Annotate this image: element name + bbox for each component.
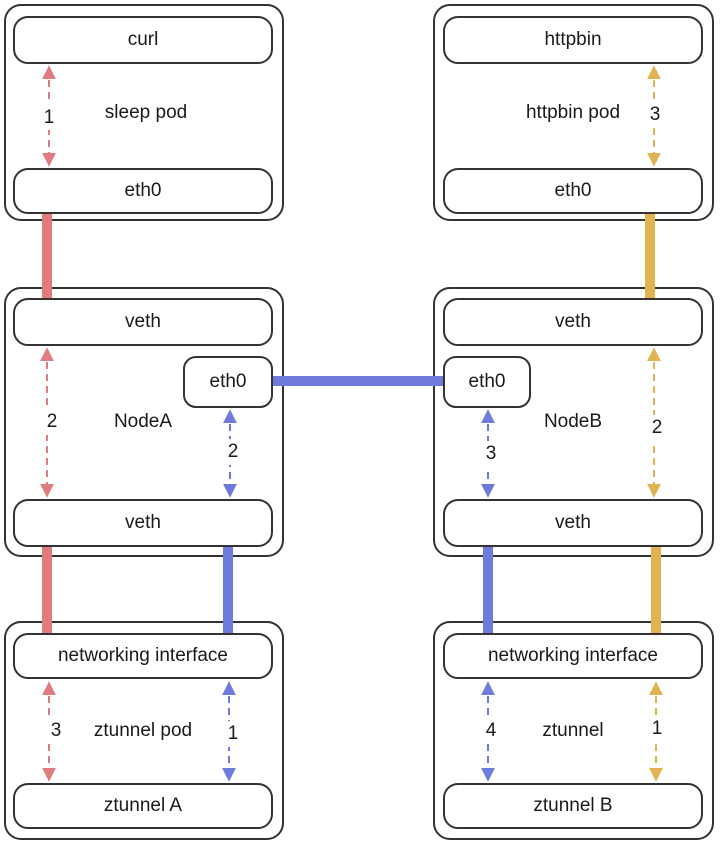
- node-a-veth-bottom-box: [13, 499, 273, 547]
- step-number-node-b-yellow: 2: [652, 417, 663, 438]
- step-label-bg: [39, 104, 59, 130]
- step-number-ztunnel-b-blue: 4: [486, 720, 497, 741]
- step-label-bg: [644, 102, 664, 128]
- sleep-eth0-label: eth0: [125, 180, 162, 201]
- node-b-box: [433, 287, 714, 557]
- step-number-sleep: 1: [44, 107, 55, 128]
- node-b-veth-bottom-label: veth: [555, 512, 591, 533]
- node-b-veth-bottom-box: [443, 499, 703, 547]
- node-a-eth0-label: eth0: [210, 371, 247, 392]
- httpbin-eth0-box: [443, 168, 703, 214]
- sleep-eth0-box: [13, 168, 273, 214]
- ztunnel-a-name-label: ztunnel A: [104, 795, 182, 816]
- node-a-veth-top-box: [13, 298, 273, 346]
- node-b-label: NodeB: [544, 411, 602, 432]
- node-a-veth-bottom-label: veth: [125, 512, 161, 533]
- ztunnel-b-pod-label: ztunnel: [542, 720, 603, 741]
- node-a-veth-top-label: veth: [125, 311, 161, 332]
- step-label-bg: [481, 718, 501, 744]
- curl-box: [13, 16, 273, 64]
- ztunnel-b-name-box: [443, 783, 703, 829]
- httpbin-label: httpbin: [544, 29, 601, 50]
- node-a-box: [4, 287, 284, 557]
- step-number-ztunnel-a-blue: 1: [228, 723, 239, 744]
- step-number-httpbin: 3: [650, 104, 661, 125]
- ztunnel-b-iface-label: networking interface: [488, 645, 658, 666]
- step-label-bg: [42, 409, 62, 435]
- node-b-veth-top-label: veth: [555, 311, 591, 332]
- step-number-node-a-blue: 2: [228, 441, 239, 462]
- ztunnel-a-iface-label: networking interface: [58, 645, 228, 666]
- ztunnel-b-iface-box: [443, 633, 703, 679]
- httpbin-pod-label: httpbin pod: [526, 102, 620, 123]
- step-label-bg: [223, 721, 243, 747]
- step-label-bg: [647, 415, 667, 441]
- httpbin-eth0-label: eth0: [555, 180, 592, 201]
- curl-label: curl: [128, 29, 159, 50]
- step-label-bg: [223, 439, 243, 465]
- node-a-label: NodeA: [114, 411, 172, 432]
- step-number-ztunnel-a-red: 3: [51, 720, 62, 741]
- step-number-node-b-blue: 3: [486, 443, 497, 464]
- node-a-eth0-box: [183, 356, 273, 408]
- node-b-eth0-box: [443, 356, 531, 408]
- step-label-bg: [46, 718, 66, 744]
- ztunnel-a-name-box: [13, 783, 273, 829]
- step-number-ztunnel-b-yellow: 1: [652, 718, 663, 739]
- node-b-eth0-label: eth0: [469, 371, 506, 392]
- step-label-bg: [647, 716, 667, 742]
- sleep-pod-label: sleep pod: [105, 102, 187, 123]
- step-number-node-a-red: 2: [47, 411, 58, 432]
- ztunnel-a-pod-label: ztunnel pod: [94, 720, 192, 741]
- httpbin-box: [443, 16, 703, 64]
- ztunnel-a-iface-box: [13, 633, 273, 679]
- step-label-bg: [481, 441, 501, 467]
- ztunnel-b-name-label: ztunnel B: [533, 795, 612, 816]
- node-b-veth-top-box: [443, 298, 703, 346]
